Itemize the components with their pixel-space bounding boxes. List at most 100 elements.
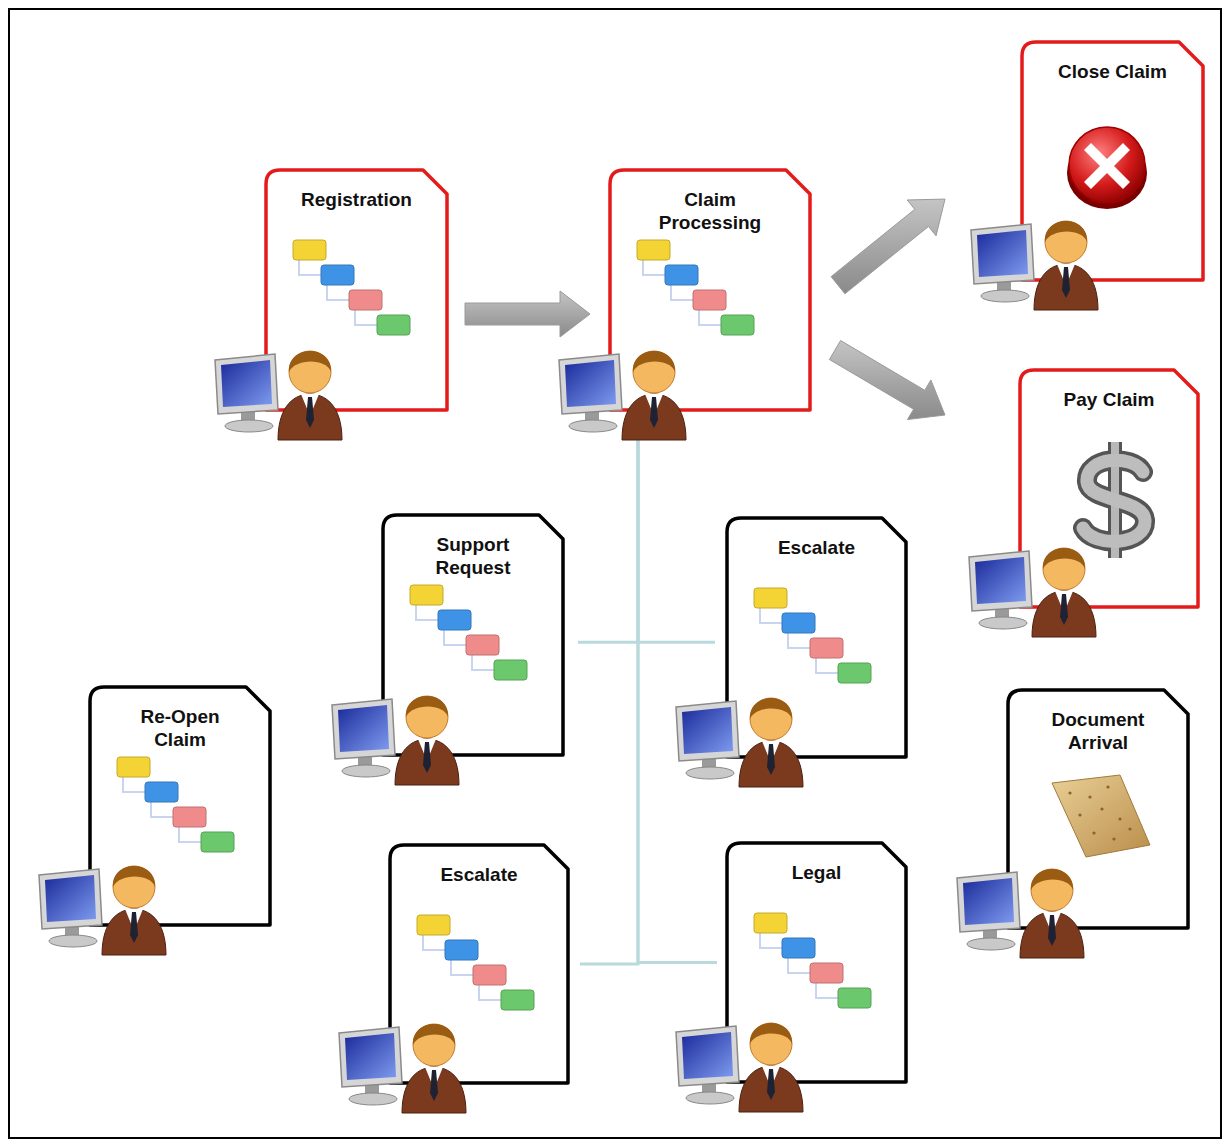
paper-mark bbox=[1078, 813, 1081, 816]
flow-step bbox=[810, 638, 843, 658]
flow-connector bbox=[327, 285, 349, 300]
flow-step bbox=[782, 938, 815, 958]
flow-step bbox=[494, 660, 527, 680]
process-document: Escalate bbox=[727, 518, 906, 757]
flow-step bbox=[117, 757, 150, 777]
flow-connector bbox=[416, 605, 438, 620]
flow-step bbox=[754, 913, 787, 933]
process-document: Document Arrival bbox=[1008, 690, 1188, 928]
flow-step bbox=[410, 585, 443, 605]
flow-step bbox=[473, 965, 506, 985]
flow-step bbox=[173, 807, 206, 827]
branch-line bbox=[578, 410, 638, 642]
user-at-computer bbox=[332, 696, 459, 785]
paper-mark bbox=[1112, 837, 1115, 840]
user-at-computer bbox=[339, 1024, 466, 1113]
paper-mark bbox=[1088, 795, 1091, 798]
document-border bbox=[383, 515, 563, 755]
document-border bbox=[727, 843, 906, 1082]
flow-connector bbox=[472, 655, 494, 670]
paper-mark bbox=[1118, 817, 1121, 820]
flow-connector bbox=[444, 630, 466, 645]
flow-arrow bbox=[831, 199, 945, 294]
process-document: Pay Claim bbox=[1020, 370, 1198, 607]
flow-step bbox=[810, 963, 843, 983]
process-document: Legal bbox=[727, 843, 906, 1082]
node-title: Close Claim bbox=[1022, 60, 1203, 83]
document-border bbox=[610, 170, 810, 410]
process-document: Re-Open Claim bbox=[90, 687, 270, 925]
flow-step bbox=[637, 240, 670, 260]
flow-step bbox=[417, 915, 450, 935]
close-icon bbox=[1067, 127, 1147, 209]
document-border bbox=[390, 845, 568, 1083]
flow-arrow bbox=[465, 291, 590, 337]
flow-connector bbox=[151, 802, 173, 817]
flow-step bbox=[466, 635, 499, 655]
flow-step bbox=[501, 990, 534, 1010]
flow-connector bbox=[671, 285, 693, 300]
node-title: Escalate bbox=[727, 536, 906, 559]
node-title: Legal bbox=[727, 861, 906, 884]
flow-step bbox=[665, 265, 698, 285]
flow-connector bbox=[355, 310, 377, 325]
flow-step bbox=[321, 265, 354, 285]
process-document: Close Claim bbox=[1022, 42, 1203, 280]
flow-step bbox=[293, 240, 326, 260]
paper-mark bbox=[1106, 785, 1109, 788]
node-title: Escalate bbox=[390, 863, 568, 886]
branch-line bbox=[638, 410, 717, 963]
flow-connector bbox=[423, 935, 445, 950]
paper-mark bbox=[1092, 831, 1095, 834]
user-at-computer bbox=[969, 548, 1096, 637]
user-at-computer bbox=[215, 351, 342, 440]
paper-mark bbox=[1068, 791, 1071, 794]
flow-step bbox=[838, 988, 871, 1008]
flow-step bbox=[201, 832, 234, 852]
flow-step bbox=[838, 663, 871, 683]
flow-step bbox=[438, 610, 471, 630]
flow-step bbox=[377, 315, 410, 335]
document-border bbox=[727, 518, 906, 757]
document-border bbox=[266, 170, 447, 410]
flow-connector bbox=[643, 260, 665, 275]
user-at-computer bbox=[676, 698, 803, 787]
paper-icon bbox=[1052, 775, 1150, 857]
document-border bbox=[1022, 42, 1203, 280]
node-title: Pay Claim bbox=[1020, 388, 1198, 411]
node-title: Registration bbox=[266, 188, 447, 211]
document-border bbox=[90, 687, 270, 925]
user-at-computer bbox=[39, 866, 166, 955]
flow-step bbox=[693, 290, 726, 310]
paper-mark bbox=[1100, 807, 1103, 810]
user-at-computer bbox=[957, 869, 1084, 958]
flow-step bbox=[754, 588, 787, 608]
flow-step bbox=[349, 290, 382, 310]
node-title: Support Request bbox=[383, 533, 563, 579]
flow-connector bbox=[760, 933, 782, 948]
flow-connector bbox=[123, 777, 145, 792]
paper-mark bbox=[1128, 827, 1131, 830]
flow-step bbox=[145, 782, 178, 802]
flow-connector bbox=[451, 960, 473, 975]
process-document: Registration bbox=[266, 170, 447, 410]
document-border bbox=[1008, 690, 1188, 928]
user-at-computer bbox=[559, 351, 686, 440]
branch-line bbox=[638, 410, 715, 642]
flow-connector bbox=[179, 827, 201, 842]
node-title: Claim Processing bbox=[610, 188, 810, 234]
process-document: Escalate bbox=[390, 845, 568, 1083]
outer-frame bbox=[9, 9, 1221, 1138]
node-title: Document Arrival bbox=[1008, 708, 1188, 754]
flow-step bbox=[721, 315, 754, 335]
node-title: Re-Open Claim bbox=[90, 705, 270, 751]
flow-connector bbox=[699, 310, 721, 325]
flow-connector bbox=[788, 633, 810, 648]
flow-step bbox=[782, 613, 815, 633]
flow-step bbox=[445, 940, 478, 960]
flow-connector bbox=[816, 983, 838, 998]
document-border bbox=[1020, 370, 1198, 607]
flow-connector bbox=[816, 658, 838, 673]
user-at-computer bbox=[676, 1023, 803, 1112]
process-document: Support Request bbox=[383, 515, 563, 755]
